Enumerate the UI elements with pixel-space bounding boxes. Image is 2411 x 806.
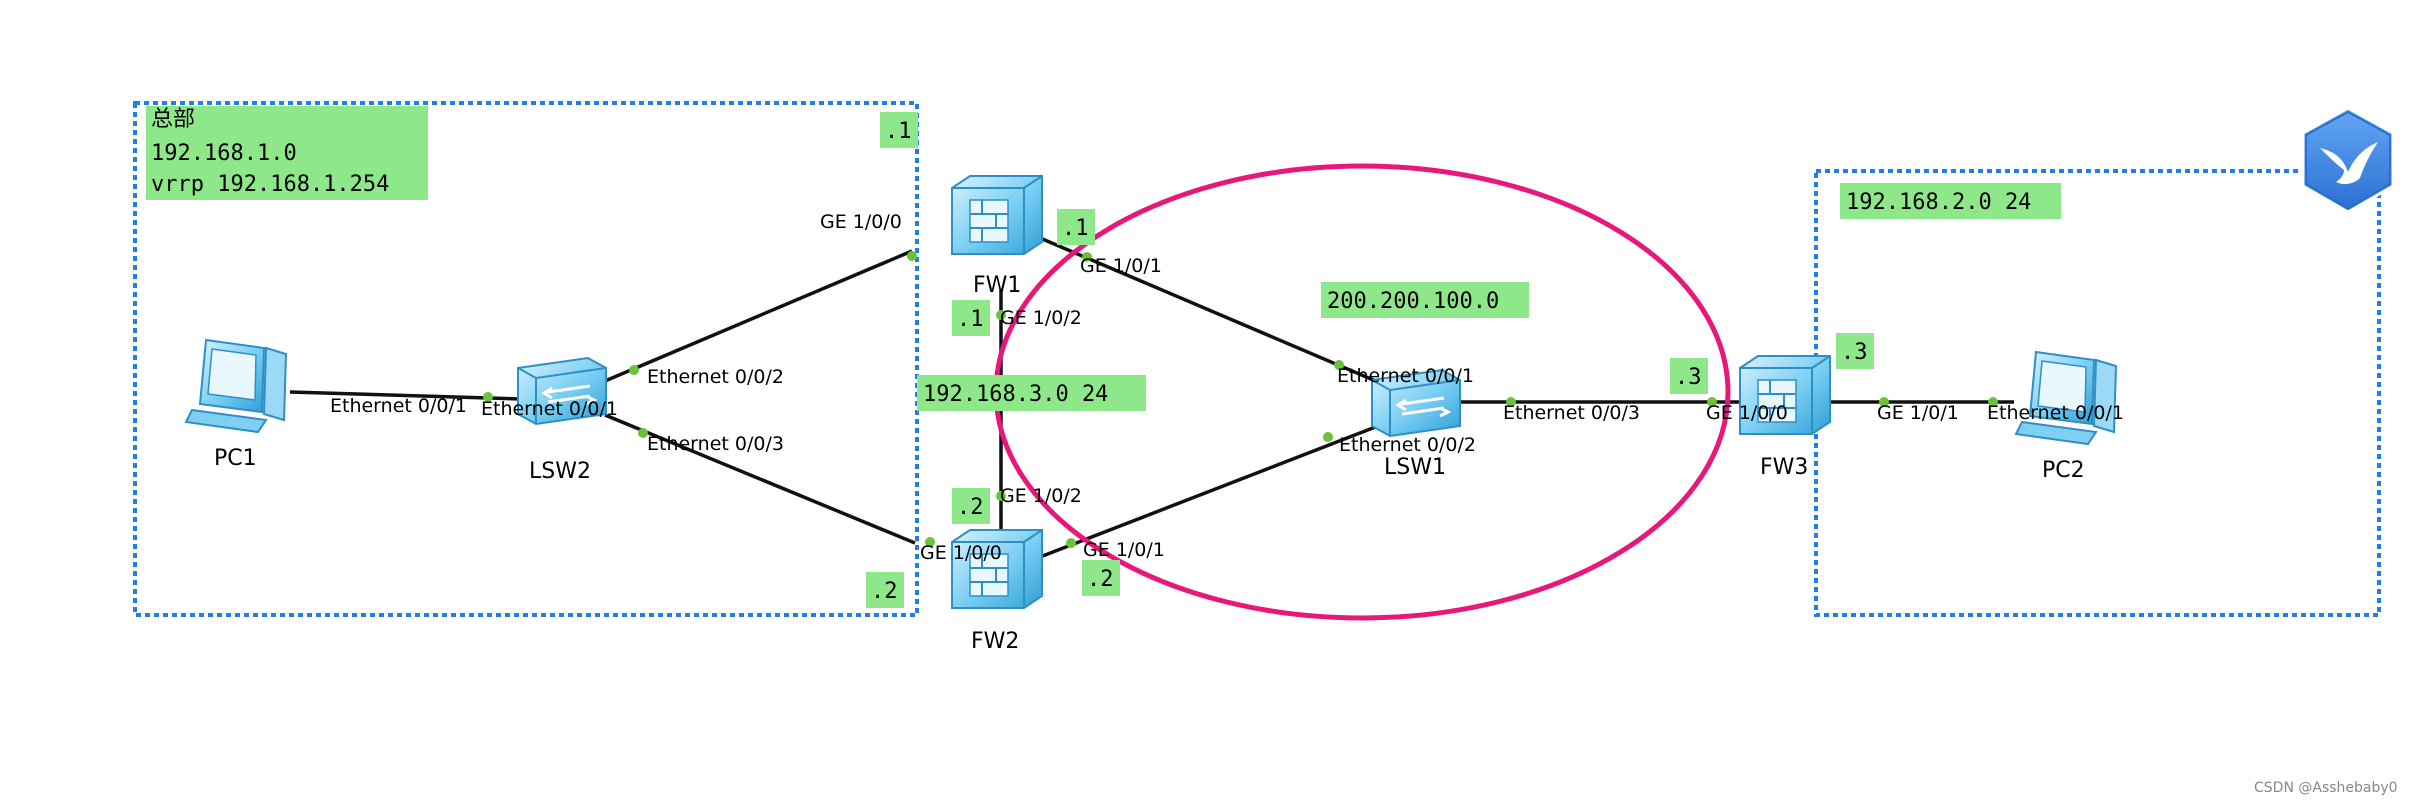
port-label: Ethernet 0/0/1 [1337, 365, 1474, 387]
addr-hq-bottom: .2 [871, 579, 898, 604]
port-dot [1707, 397, 1717, 407]
hq-info-tag: 总部 192.168.1.0 vrrp 192.168.1.254 [146, 106, 428, 200]
pc2-label: PC2 [2042, 458, 2085, 483]
link-fw1-lsw1[interactable] [1039, 236, 1379, 384]
lsw1-label: LSW1 [1384, 455, 1446, 480]
addr-fw2-out: .2 [1087, 567, 1114, 592]
addr-fw3-in: .3 [1841, 340, 1868, 365]
port-label: GE 1/0/1 [1877, 402, 1959, 424]
switch-icon [1371, 368, 1461, 438]
port-label: GE 1/0/2 [1000, 307, 1082, 329]
port-label: Ethernet 0/0/2 [1339, 434, 1476, 456]
link-lsw2-fw1[interactable] [604, 249, 913, 383]
public-network: 200.200.100.0 [1327, 289, 1499, 314]
pc-icon [2014, 350, 2118, 446]
watermark: CSDN @Asshebaby0 [2254, 780, 2398, 796]
port-dot [638, 428, 648, 438]
pc1-device[interactable]: PC1 [184, 338, 288, 471]
port-dot [1988, 397, 1998, 407]
lsw2-device[interactable]: LSW2 [517, 356, 607, 484]
port-dots [483, 251, 1998, 548]
port-dot [907, 251, 917, 261]
sync-network-tag: 192.168.3.0 24 [917, 375, 1146, 411]
firewall-icon [951, 175, 1043, 255]
port-label: GE 1/0/0 [820, 211, 902, 233]
addr-fw2-sync: .2 [957, 495, 984, 520]
port-dot [629, 365, 639, 375]
hq-zone-title: 总部 [151, 107, 195, 132]
bird-logo-icon [2301, 106, 2395, 214]
port-label: Ethernet 0/0/3 [647, 433, 784, 455]
port-dot [1334, 360, 1344, 370]
fw3-device[interactable]: FW3 [1739, 355, 1831, 480]
address-tags: .1 .2 .1 .1 .2 .2 .3 .3 [866, 112, 1874, 608]
fw3-label: FW3 [1760, 455, 1808, 480]
port-label: GE 1/0/1 [1083, 539, 1165, 561]
link-lsw2-fw2[interactable] [604, 413, 916, 545]
port-dot [996, 310, 1006, 320]
addr-fw3-out: .3 [1675, 365, 1702, 390]
hq-zone-border [133, 101, 919, 617]
link-fw2-lsw1[interactable] [1039, 424, 1379, 559]
pc1-label: PC1 [214, 446, 257, 471]
firewall-icon [951, 529, 1043, 609]
port-dot [996, 491, 1006, 501]
hq-vrrp: vrrp 192.168.1.254 [151, 172, 389, 197]
fw1-device[interactable]: FW1 [951, 175, 1043, 298]
lsw2-label: LSW2 [529, 459, 591, 484]
pc-icon [184, 338, 288, 434]
fw2-label: FW2 [971, 629, 1019, 654]
addr-fw1-out: .1 [1062, 216, 1089, 241]
sync-network: 192.168.3.0 24 [923, 382, 1108, 407]
port-dot [1082, 252, 1092, 262]
addr-hq-top: .1 [885, 119, 912, 144]
port-dot [925, 537, 935, 547]
lsw1-device[interactable]: LSW1 [1371, 368, 1461, 480]
port-label: Ethernet 0/0/1 [1987, 402, 2124, 424]
switch-icon [517, 356, 607, 426]
fw2-device[interactable]: FW2 [951, 529, 1043, 654]
port-label: GE 1/0/1 [1080, 255, 1162, 277]
public-network-tag: 200.200.100.0 [1321, 282, 1529, 318]
hq-network: 192.168.1.0 [151, 141, 297, 166]
port-label: GE 1/0/0 [1706, 402, 1788, 424]
port-dot [1066, 538, 1076, 548]
port-label: GE 1/0/0 [920, 542, 1002, 564]
port-label: GE 1/0/2 [1000, 485, 1082, 507]
fw1-label: FW1 [973, 273, 1021, 298]
port-label: Ethernet 0/0/1 [481, 398, 618, 420]
port-dot [1879, 397, 1889, 407]
firewall-icon [1739, 355, 1831, 435]
port-label: Ethernet 0/0/2 [647, 366, 784, 388]
port-labels: Ethernet 0/0/1 Ethernet 0/0/1 Ethernet 0… [330, 211, 2124, 564]
port-dot [483, 392, 493, 402]
port-label: Ethernet 0/0/3 [1503, 402, 1640, 424]
addr-fw1-sync: .1 [957, 307, 984, 332]
port-dot [1506, 397, 1516, 407]
branch-network: 192.168.2.0 24 [1846, 190, 2031, 215]
pc2-device[interactable]: PC2 [2014, 350, 2118, 483]
branch-network-tag: 192.168.2.0 24 [1840, 183, 2061, 219]
port-dot [1323, 432, 1333, 442]
port-label: Ethernet 0/0/1 [330, 395, 467, 417]
